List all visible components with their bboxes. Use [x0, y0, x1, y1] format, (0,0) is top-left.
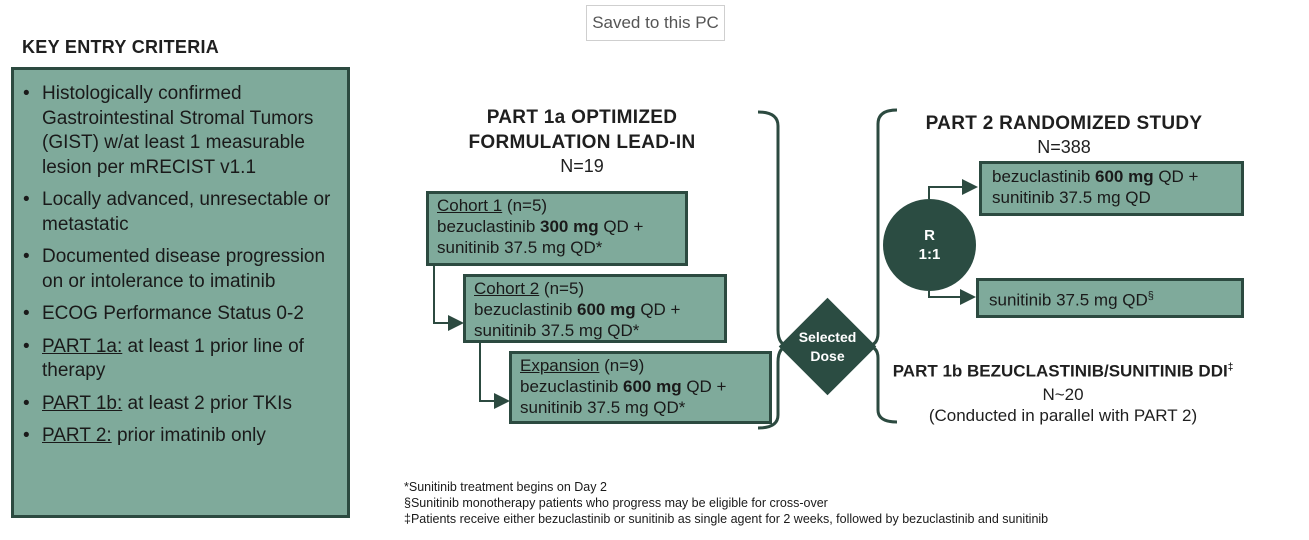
part1b-n: N~20 — [1042, 384, 1084, 404]
arrow-to-arm2 — [928, 289, 976, 305]
cohort1-schedule: QD + — [598, 217, 644, 236]
cohort2-name: Cohort 2 — [474, 279, 540, 298]
cohort1-box: Cohort 1 (n=5) bezuclastinib 300 mg QD +… — [426, 191, 688, 266]
part1a-n: N=19 — [560, 156, 604, 176]
criteria-item: PART 1b: at least 2 prior TKIs — [23, 392, 337, 417]
cohort2-dose: 600 mg — [577, 300, 636, 319]
criteria-item-prefix: PART 2: — [42, 425, 112, 446]
part1a-title-line1: PART 1a OPTIMIZED — [486, 107, 678, 128]
randomization-ratio: 1:1 — [918, 246, 941, 263]
selected-dose-label: Selected Dose — [779, 298, 876, 395]
criteria-title: KEY ENTRY CRITERIA — [22, 37, 220, 57]
part1a-heading: PART 1a OPTIMIZED FORMULATION LEAD-IN N=… — [440, 105, 724, 178]
arm1-dose: 600 mg — [1095, 167, 1154, 186]
expansion-dose: 600 mg — [623, 377, 682, 396]
cohort2-count: (n=5) — [539, 279, 585, 298]
arm1-box: bezuclastinib 600 mg QD + sunitinib 37.5… — [979, 161, 1244, 216]
arm2-box: sunitinib 37.5 mg QD§ — [976, 278, 1244, 318]
arrow-cohort1-to-cohort2 — [433, 265, 464, 331]
randomization-circle: R 1:1 — [883, 199, 976, 291]
criteria-item: Documented disease progression on or int… — [23, 245, 337, 294]
cohort1-dose: 300 mg — [540, 217, 599, 236]
arm1-schedule: QD + — [1153, 167, 1199, 186]
part1b-heading: PART 1b BEZUCLASTINIB/SUNITINIB DDI‡ N~2… — [882, 355, 1244, 426]
selected-dose-line2: Dose — [810, 347, 845, 364]
cohort1-name: Cohort 1 — [437, 196, 503, 215]
part1b-title: PART 1b BEZUCLASTINIB/SUNITINIB DDI — [892, 361, 1228, 381]
cohort1-drug: bezuclastinib — [437, 217, 541, 236]
selected-dose-diamond: Selected Dose — [778, 297, 877, 396]
cohort1-combo: sunitinib 37.5 mg QD* — [437, 238, 603, 257]
arm1-combo: sunitinib 37.5 mg QD — [992, 188, 1151, 207]
saved-status-badge[interactable]: Saved to this PC — [586, 5, 725, 41]
criteria-item-text: Histologically confirmed Gastrointestina… — [42, 83, 314, 178]
part2-title: PART 2 RANDOMIZED STUDY — [925, 113, 1203, 134]
criteria-item: ECOG Performance Status 0-2 — [23, 302, 337, 327]
footnote-2: §Sunitinib monotherapy patients who prog… — [404, 496, 828, 510]
criteria-item-text: Locally advanced, unresectable or metast… — [42, 189, 331, 235]
criteria-item-prefix: PART 1a: — [42, 335, 123, 357]
arm2-footnote-mark: § — [1147, 289, 1154, 302]
cohort1-count: (n=5) — [502, 196, 548, 215]
arrow-to-arm1 — [928, 179, 978, 199]
expansion-name: Expansion — [520, 356, 600, 375]
criteria-item-text: Documented disease progression on or int… — [42, 246, 326, 292]
criteria-item-text: ECOG Performance Status 0-2 — [42, 303, 304, 324]
arm2-text: sunitinib 37.5 mg QD — [989, 290, 1148, 310]
selected-dose-line1: Selected — [798, 328, 857, 345]
part2-n: N=388 — [1037, 137, 1091, 157]
cohort2-schedule: QD + — [635, 300, 681, 319]
criteria-item-text: at least 1 prior line of therapy — [42, 335, 304, 382]
part1b-title-wrap: PART 1b BEZUCLASTINIB/SUNITINIB DDI‡ — [882, 355, 1244, 384]
criteria-item: Locally advanced, unresectable or metast… — [23, 188, 337, 237]
part1b-footnote-mark: ‡ — [1227, 362, 1234, 373]
cohort2-combo: sunitinib 37.5 mg QD* — [474, 321, 640, 340]
cohort2-box: Cohort 2 (n=5) bezuclastinib 600 mg QD +… — [463, 274, 727, 343]
part1b-note: (Conducted in parallel with PART 2) — [928, 405, 1198, 425]
expansion-count: (n=9) — [599, 356, 645, 375]
criteria-item-text: prior imatinib only — [111, 425, 266, 446]
criteria-list: Histologically confirmed Gastrointestina… — [14, 70, 347, 449]
criteria-item-prefix: PART 1b: — [42, 392, 123, 414]
expansion-schedule: QD + — [681, 377, 727, 396]
arm1-drug: bezuclastinib — [992, 167, 1096, 186]
expansion-drug: bezuclastinib — [520, 377, 624, 396]
part2-heading: PART 2 RANDOMIZED STUDY — [900, 111, 1228, 136]
footnote-1: *Sunitinib treatment begins on Day 2 — [404, 480, 607, 494]
criteria-item: PART 1a: at least 1 prior line of therap… — [23, 335, 337, 384]
part2-n-wrap: N=388 — [1022, 136, 1106, 159]
footnote-3: ‡Patients receive either bezuclastinib o… — [404, 512, 1049, 526]
arrow-cohort2-to-expansion — [479, 342, 510, 409]
expansion-combo: sunitinib 37.5 mg QD* — [520, 398, 686, 417]
randomization-label: R — [924, 227, 935, 244]
cohort2-drug: bezuclastinib — [474, 300, 578, 319]
criteria-item-text: at least 2 prior TKIs — [122, 392, 292, 414]
criteria-item: PART 2: prior imatinib only — [23, 424, 337, 449]
criteria-panel: Histologically confirmed Gastrointestina… — [11, 67, 350, 518]
criteria-item: Histologically confirmed Gastrointestina… — [23, 82, 337, 180]
expansion-box: Expansion (n=9) bezuclastinib 600 mg QD … — [509, 351, 772, 424]
part1a-title-line2: FORMULATION LEAD-IN — [468, 132, 696, 153]
